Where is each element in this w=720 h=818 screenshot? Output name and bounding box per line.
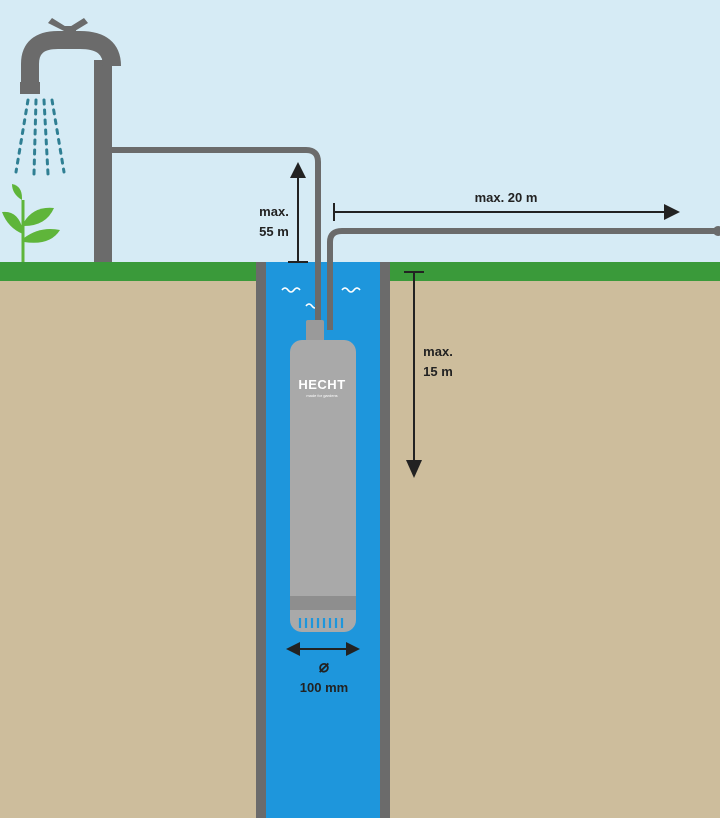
height-arrow <box>288 162 308 263</box>
height-max-label-line2: 55 m <box>259 224 289 239</box>
well-casing-left <box>256 262 266 818</box>
sky <box>0 0 720 262</box>
pump-brand-tagline: made for gardens <box>306 393 337 398</box>
diameter-symbol: ⌀ <box>319 657 330 676</box>
horizontal-arrow <box>333 203 680 221</box>
pump-brand-logo: HECHT <box>298 377 345 392</box>
grass-right <box>390 262 720 281</box>
horizontal-max-label: max. 20 m <box>475 190 538 205</box>
water-drops <box>14 98 66 176</box>
pipe-to-tap <box>112 147 321 322</box>
plant <box>2 184 60 262</box>
diameter-label: 100 mm <box>300 680 348 695</box>
depth-max-label-line2: 15 m <box>423 364 453 379</box>
pipe-outlet-end <box>713 226 720 236</box>
depth-arrow <box>404 271 424 478</box>
soil-left <box>0 280 256 818</box>
submersible-pump: HECHT made for gardens <box>290 320 356 632</box>
depth-max-label-line1: max. <box>423 344 453 359</box>
diameter-arrow <box>286 642 360 656</box>
water-tap <box>20 18 121 262</box>
grass-left <box>0 262 256 281</box>
pump-intake-slots <box>298 618 344 628</box>
height-max-label-line1: max. <box>259 204 289 219</box>
well-casing-right <box>380 262 390 818</box>
soil-right <box>390 280 720 818</box>
pipe-outlet <box>327 228 720 330</box>
